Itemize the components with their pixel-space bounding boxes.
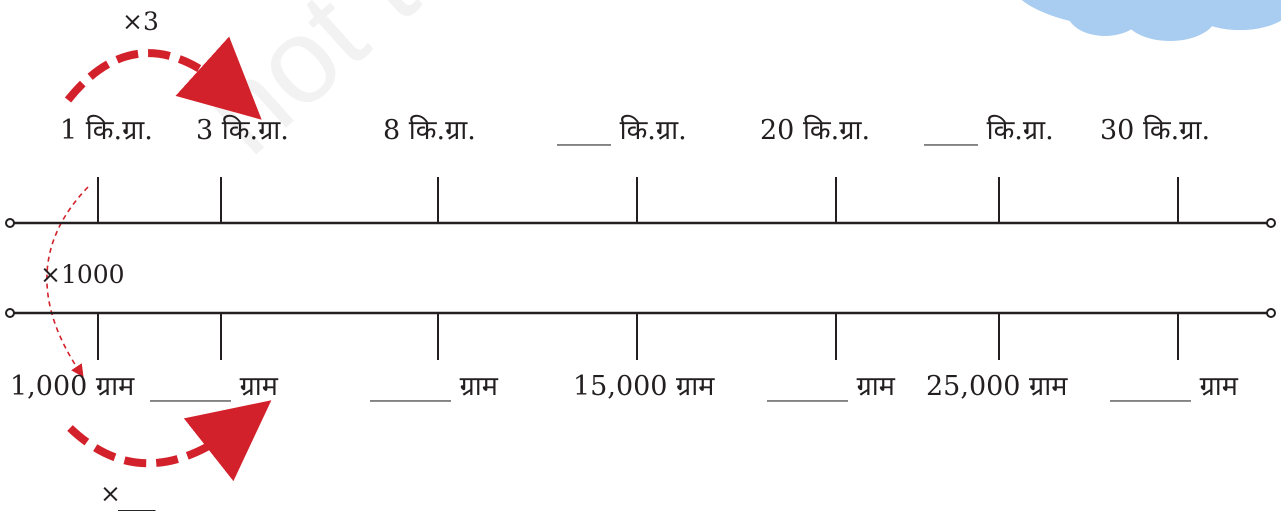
gram-label: 25,000 ग्राम xyxy=(926,371,1068,402)
kg-ticks xyxy=(97,177,1179,223)
top-multiplier-label: ×3 xyxy=(122,7,159,36)
kg-line-left-end xyxy=(5,218,15,228)
bottom-multiplier-blank: ___ xyxy=(118,482,156,511)
gram-label: ______ ग्राम xyxy=(150,371,279,402)
kg-label: 30 कि.ग्रा. xyxy=(1100,114,1210,146)
bottom-multiply-arrow xyxy=(67,400,272,482)
gram-labels: 1,000 ग्राम ______ ग्राम ______ ग्राम 15,00… xyxy=(10,371,1239,402)
kg-label: 3 कि.ग्रा. xyxy=(196,114,289,146)
watermark-text: not to xyxy=(178,0,491,179)
kg-line-right-end xyxy=(1266,218,1276,228)
kg-label: 8 कि.ग्रा. xyxy=(383,114,476,146)
gram-line-left-end xyxy=(5,308,15,318)
gram-label: ______ ग्राम xyxy=(370,371,499,402)
gram-line-right-end xyxy=(1266,308,1276,318)
side-multiplier-label: ×1000 xyxy=(40,260,125,289)
cloud-icon xyxy=(1021,0,1281,41)
side-multiply-arrow xyxy=(46,186,89,378)
kg-label: ____ कि.ग्रा. xyxy=(924,114,1054,146)
kg-labels: 1 कि.ग्रा. 3 कि.ग्रा. 8 कि.ग्रा. ____ कि.ग्… xyxy=(60,114,1210,146)
gram-label: 15,000 ग्राम xyxy=(573,371,715,402)
bottom-multiplier-label: × xyxy=(100,479,121,508)
top-multiply-arrow xyxy=(64,36,262,120)
kg-label: 20 कि.ग्रा. xyxy=(760,114,870,146)
gram-ticks xyxy=(97,313,1179,360)
gram-label: ______ ग्राम xyxy=(767,371,896,402)
kg-label: 1 कि.ग्रा. xyxy=(60,114,153,146)
kg-label: ____ कि.ग्रा. xyxy=(557,114,687,146)
gram-label: 1,000 ग्राम xyxy=(10,371,135,402)
gram-label: ______ ग्राम xyxy=(1110,371,1239,402)
